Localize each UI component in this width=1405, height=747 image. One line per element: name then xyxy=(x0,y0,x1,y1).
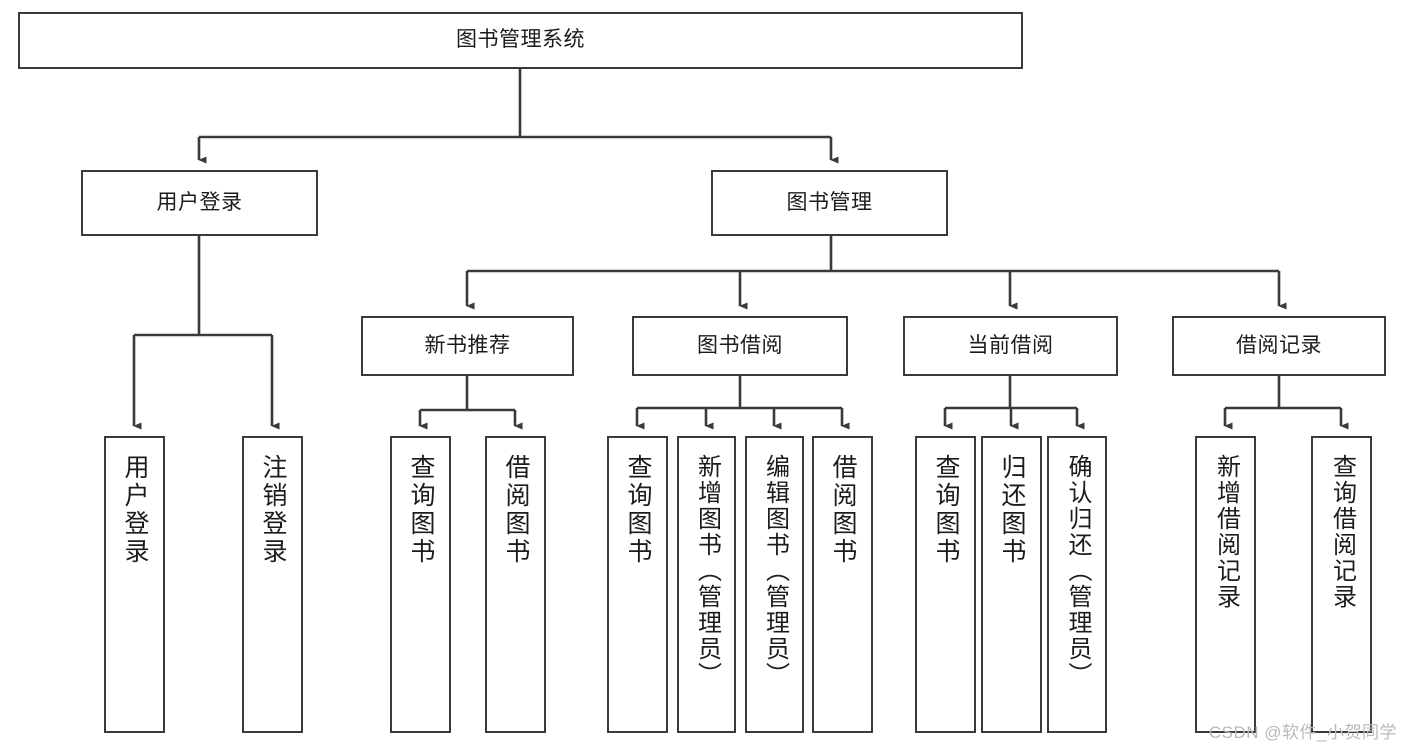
leaf-label: 查询借阅记录 xyxy=(1328,454,1356,610)
leaf-label: 查询图书 xyxy=(407,454,435,566)
node-book-borrow-label: 图书借阅 xyxy=(697,333,783,357)
node-current-borrow-label: 当前借阅 xyxy=(967,333,1054,357)
leaf-borrow-record-query-record[interactable]: 查询借阅记录 xyxy=(1311,436,1372,733)
leaf-label: 归还图书 xyxy=(998,454,1026,566)
node-new-book-recommend-label: 新书推荐 xyxy=(424,333,511,357)
leaf-label: 注销登录 xyxy=(259,454,287,566)
leaf-label: 查询图书 xyxy=(624,454,652,566)
node-book-borrow[interactable]: 图书借阅 xyxy=(632,316,848,376)
leaf-label: 查询图书 xyxy=(932,454,960,566)
leaf-new-book-borrow-book[interactable]: 借阅图书 xyxy=(485,436,546,733)
node-new-book-recommend[interactable]: 新书推荐 xyxy=(361,316,574,376)
csdn-watermark: CSDN @软件_小贺同学 xyxy=(1208,723,1397,742)
node-book-management-label: 图书管理 xyxy=(786,190,873,214)
node-book-management[interactable]: 图书管理 xyxy=(711,170,948,236)
leaf-label: 确认归还（管理员） xyxy=(1064,454,1091,688)
leaf-label: 新增借阅记录 xyxy=(1212,454,1240,610)
leaf-book-borrow-query-book[interactable]: 查询图书 xyxy=(607,436,668,733)
leaf-current-borrow-query-book[interactable]: 查询图书 xyxy=(915,436,976,733)
node-root[interactable]: 图书管理系统 xyxy=(18,12,1023,69)
leaf-user-login-login[interactable]: 用户登录 xyxy=(104,436,165,733)
leaf-book-borrow-borrow-book[interactable]: 借阅图书 xyxy=(812,436,873,733)
leaf-label: 新增图书（管理员） xyxy=(693,454,721,688)
node-borrow-record-label: 借阅记录 xyxy=(1236,333,1322,357)
node-root-label: 图书管理系统 xyxy=(456,28,585,52)
leaf-label: 借阅图书 xyxy=(502,454,530,566)
leaf-book-borrow-edit-book-admin[interactable]: 编辑图书（管理员） xyxy=(745,436,804,733)
leaf-current-borrow-confirm-return-admin[interactable]: 确认归还（管理员） xyxy=(1047,436,1107,733)
leaf-borrow-record-add-record[interactable]: 新增借阅记录 xyxy=(1195,436,1256,733)
node-current-borrow[interactable]: 当前借阅 xyxy=(903,316,1118,376)
leaf-book-borrow-add-book-admin[interactable]: 新增图书（管理员） xyxy=(677,436,736,733)
leaf-new-book-query-book[interactable]: 查询图书 xyxy=(390,436,451,733)
leaf-label: 借阅图书 xyxy=(829,454,857,566)
leaf-user-login-logout[interactable]: 注销登录 xyxy=(242,436,303,733)
leaf-label: 用户登录 xyxy=(121,454,149,566)
node-user-login[interactable]: 用户登录 xyxy=(81,170,318,236)
node-user-login-label: 用户登录 xyxy=(156,190,243,214)
leaf-current-borrow-return-book[interactable]: 归还图书 xyxy=(981,436,1042,733)
leaf-label: 编辑图书（管理员） xyxy=(761,454,789,688)
node-borrow-record[interactable]: 借阅记录 xyxy=(1172,316,1386,376)
